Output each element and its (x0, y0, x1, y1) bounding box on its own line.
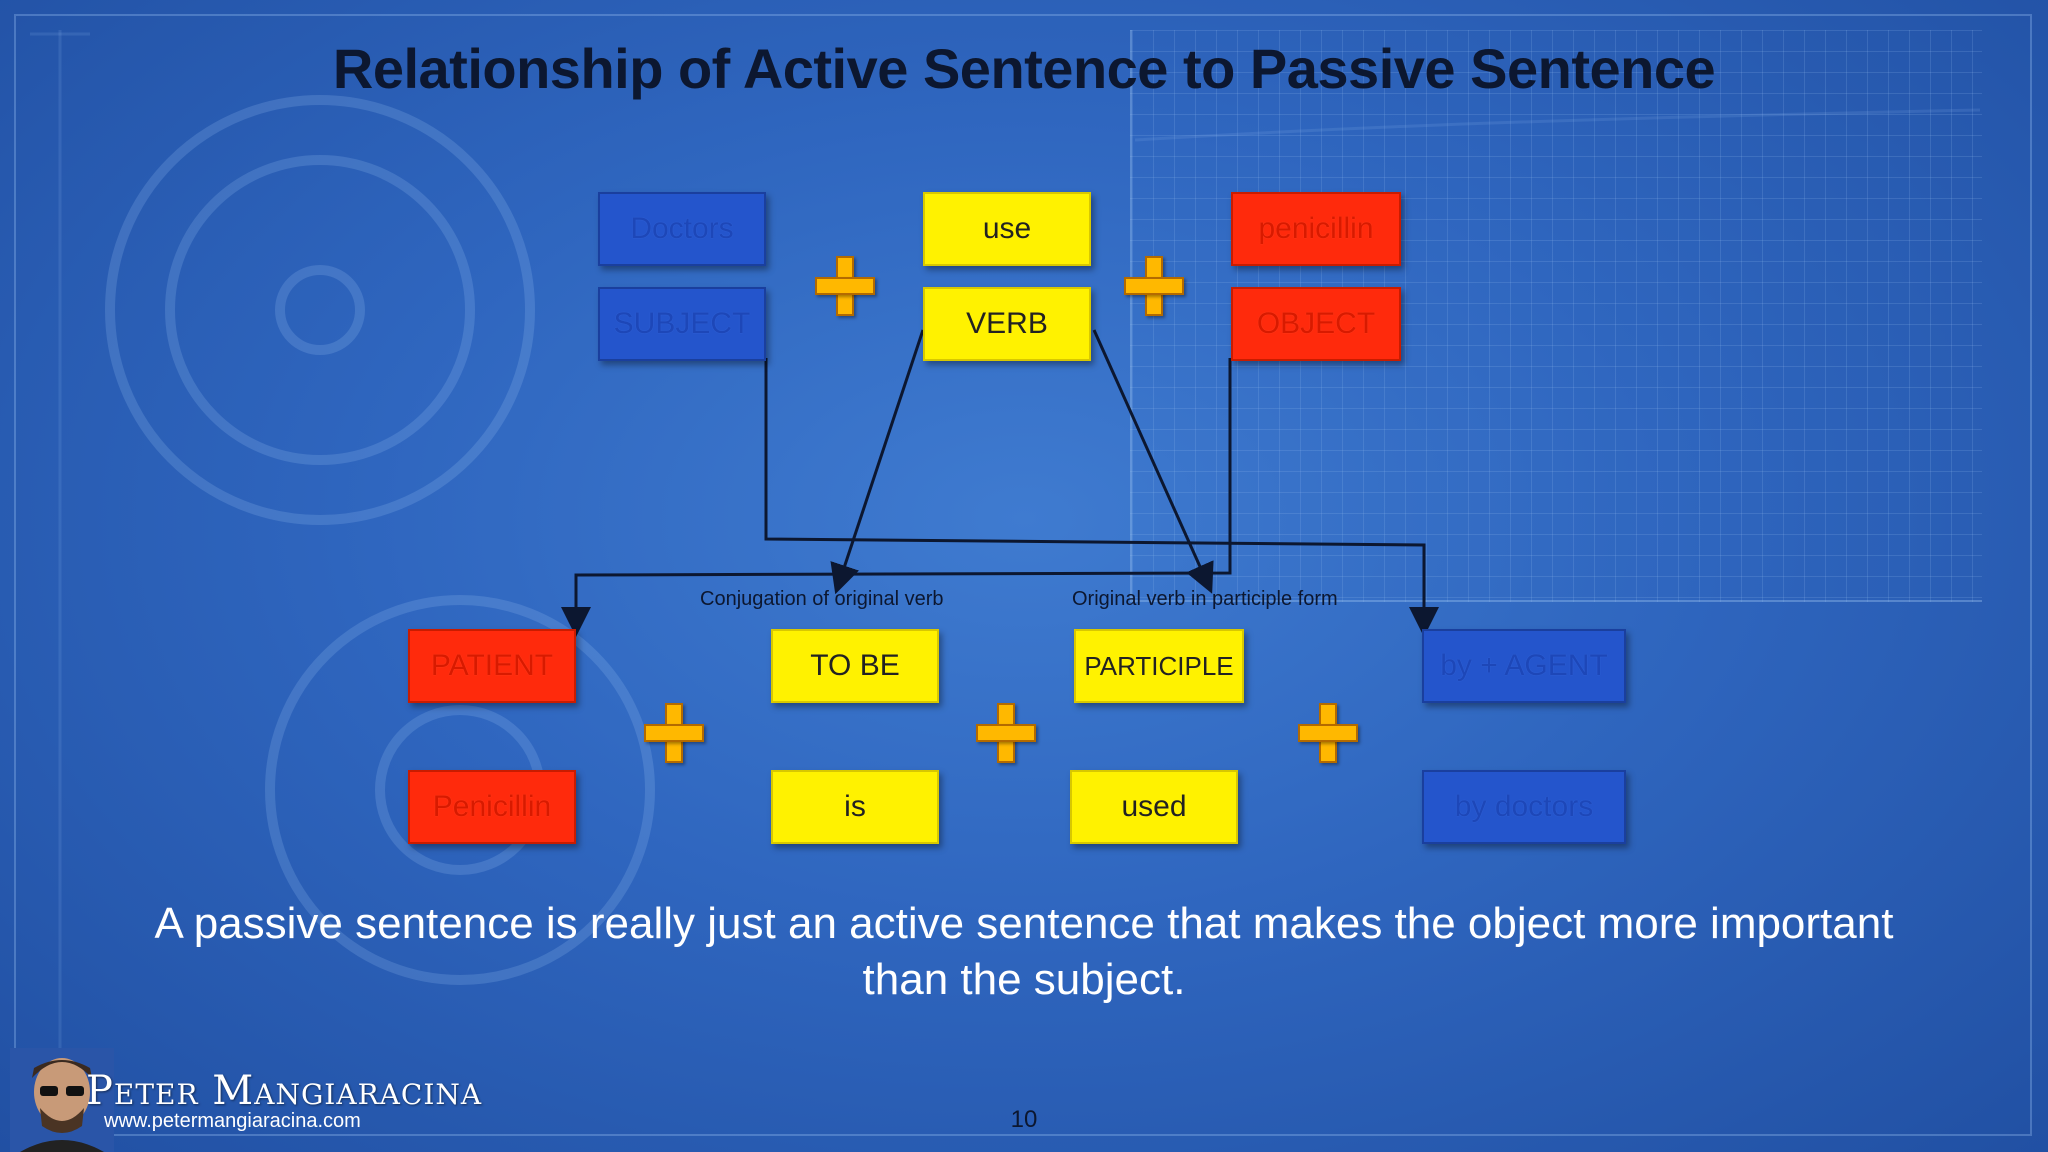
plus-icon (1124, 256, 1184, 316)
object-word-box: penicillin (1231, 192, 1401, 266)
object-label-box: OBJECT (1231, 287, 1401, 361)
agent-label-box: by + AGENT (1422, 629, 1626, 703)
tobe-word-box: is (771, 770, 939, 844)
subject-label-box: SUBJECT (598, 287, 766, 361)
slide-caption: A passive sentence is really just an act… (154, 899, 1894, 1004)
plus-icon (644, 703, 704, 763)
subject-word-box: Doctors (598, 192, 766, 266)
page-number: 10 (1010, 1106, 1038, 1133)
participle-form-note: Original verb in participle form (1072, 588, 1338, 610)
verb-word-box: use (923, 192, 1091, 266)
avatar-photo (10, 1048, 114, 1152)
participle-label-box: PARTICIPLE (1074, 629, 1244, 703)
brand-website: www.petermangiaracina.com (104, 1110, 361, 1132)
tobe-label-box: TO BE (771, 629, 939, 703)
plus-icon (976, 703, 1036, 763)
slide-title: Relationship of Active Sentence to Passi… (332, 37, 1716, 100)
background-frame (14, 14, 2032, 1136)
plus-icon (1298, 703, 1358, 763)
patient-word-box: Penicillin (408, 770, 576, 844)
conjugation-note: Conjugation of original verb (700, 588, 944, 610)
plus-icon (815, 256, 875, 316)
participle-word-box: used (1070, 770, 1238, 844)
brand-name: Peter Mangiaracina (86, 1068, 483, 1114)
verb-label-box: VERB (923, 287, 1091, 361)
patient-label-box: PATIENT (408, 629, 576, 703)
agent-word-box: by doctors (1422, 770, 1626, 844)
